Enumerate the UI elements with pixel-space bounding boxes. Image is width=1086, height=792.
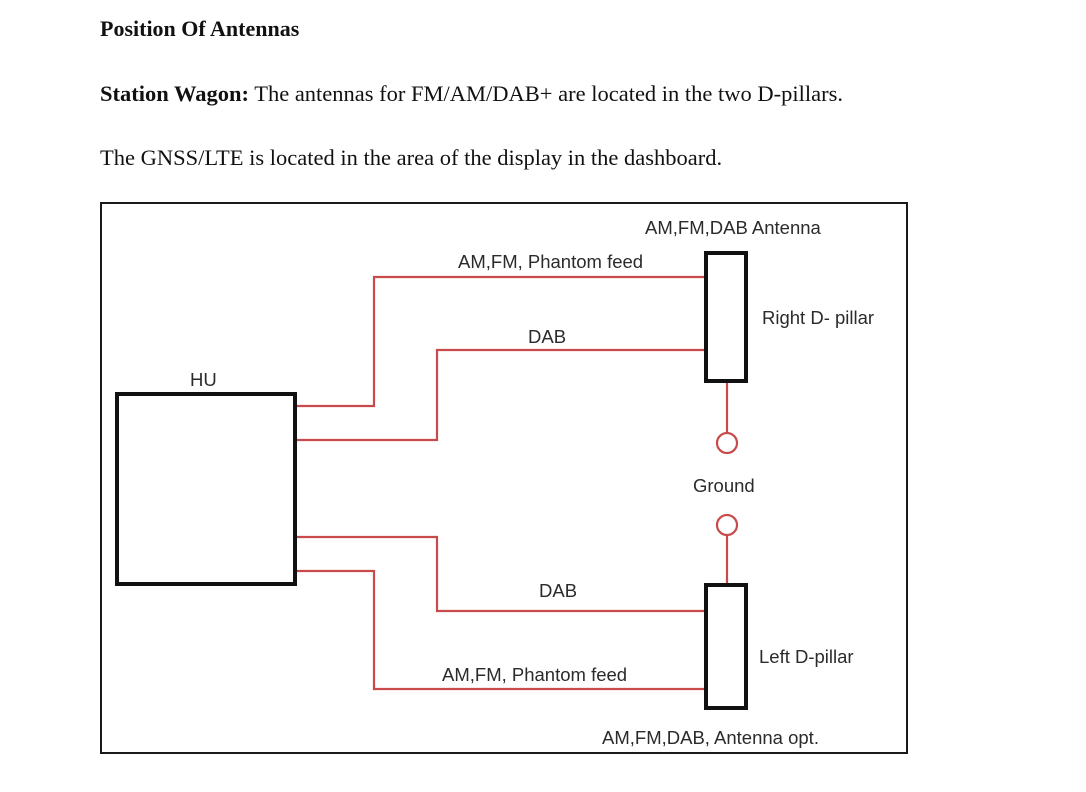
wire-top-phantom-feed: [296, 275, 706, 408]
bottom-dab-label: DAB: [539, 580, 577, 601]
right-d-pillar-antenna-box: [704, 251, 748, 383]
station-wagon-paragraph: Station Wagon: The antennas for FM/AM/DA…: [100, 81, 843, 107]
top-antenna-label: AM,FM,DAB Antenna: [645, 217, 822, 238]
station-wagon-label: Station Wagon:: [100, 81, 249, 106]
antenna-diagram: AM,FM,DAB Antenna AM,FM, Phantom feed DA…: [100, 202, 908, 754]
wire-bottom-phantom-feed: [296, 569, 706, 691]
bottom-phantom-feed-label: AM,FM, Phantom feed: [442, 664, 627, 685]
station-wagon-text: The antennas for FM/AM/DAB+ are located …: [249, 81, 844, 106]
right-d-pillar-label: Right D- pillar: [762, 307, 874, 328]
left-d-pillar-antenna-box: [704, 583, 748, 710]
top-dab-label: DAB: [528, 326, 566, 347]
wire-bottom-dab: [296, 535, 706, 613]
bottom-antenna-label: AM,FM,DAB, Antenna opt.: [602, 727, 819, 748]
ground-label: Ground: [693, 475, 755, 496]
left-d-pillar-label: Left D-pillar: [759, 646, 854, 667]
top-phantom-feed-label: AM,FM, Phantom feed: [458, 251, 643, 272]
ground-circle-bottom: [715, 513, 739, 537]
antenna-diagram-svg: AM,FM,DAB Antenna AM,FM, Phantom feed DA…: [115, 217, 874, 748]
head-unit-box: [115, 392, 297, 586]
page-title: Position Of Antennas: [100, 16, 300, 41]
head-unit-label: HU: [190, 369, 217, 390]
ground-circle-top: [715, 431, 739, 455]
gnss-lte-paragraph: The GNSS/LTE is located in the area of t…: [100, 145, 723, 170]
wire-top-dab: [296, 348, 706, 442]
wire-group: [296, 275, 729, 691]
